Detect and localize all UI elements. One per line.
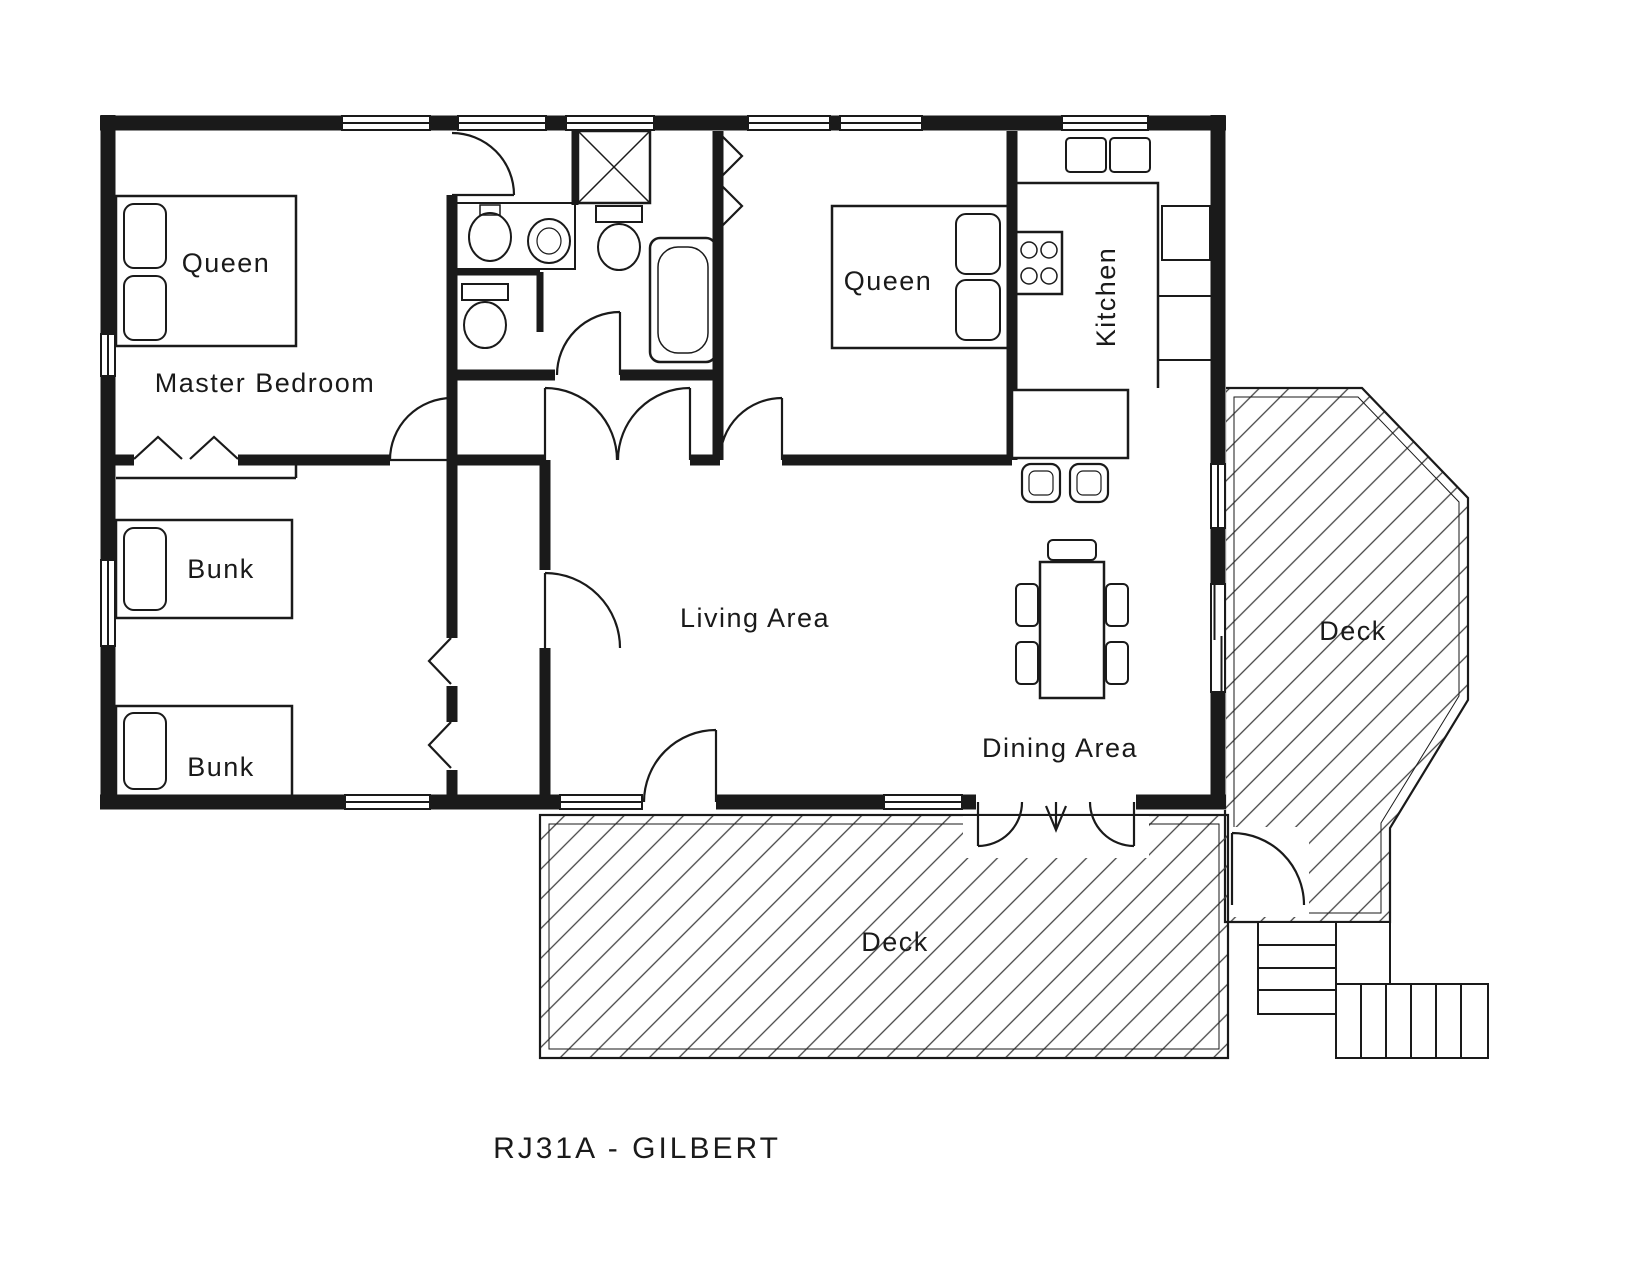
hall-double-door-right [616, 386, 692, 461]
label-dining-area: Dining Area [982, 733, 1138, 763]
bunk-room-door [543, 571, 622, 649]
bunk-closet-bifold-2 [427, 721, 452, 769]
chair [1047, 539, 1097, 561]
bathroom [454, 129, 718, 364]
rear-deck [538, 813, 1230, 1060]
master-bedroom-door [388, 396, 453, 462]
plan-title: RJ31A - GILBERT [493, 1132, 781, 1165]
dining-door-mark [1044, 805, 1068, 833]
dishwasher [1161, 205, 1211, 261]
label-living-area: Living Area [680, 603, 830, 633]
windows [100, 115, 1226, 810]
master-closet-bifold-2 [189, 435, 239, 460]
bunk-closet-bifold-1 [427, 637, 452, 685]
stove [1014, 230, 1064, 296]
bath-entry-door [451, 131, 516, 197]
living-deck-door [642, 728, 718, 803]
vanity-counter [454, 202, 576, 270]
dining-table [1038, 560, 1106, 700]
kitchen-sink [1109, 137, 1151, 173]
pillow [123, 203, 167, 269]
label-bunk-upper: Bunk [187, 554, 255, 584]
bunk-bed-upper [114, 518, 294, 620]
deck-door-arc [1230, 831, 1306, 906]
hall-double-door-left [543, 386, 619, 461]
bathtub [648, 236, 718, 364]
chair [1105, 583, 1129, 627]
shower [576, 129, 652, 205]
sink [468, 212, 512, 262]
stair-landing [1335, 921, 1391, 985]
sliding-door [1210, 583, 1226, 693]
bunk-bed-lower [114, 704, 294, 798]
pillow [955, 279, 1001, 341]
dining-french-doors [976, 801, 1136, 848]
kitchen-sink [1065, 137, 1107, 173]
bedroom2-queen-bed [830, 204, 1012, 350]
toilet-tank [595, 205, 643, 223]
toilet [463, 301, 507, 349]
exterior-walls [100, 115, 1226, 810]
bar-stool [1068, 462, 1110, 504]
kitchen [1010, 137, 1213, 504]
pillow [123, 712, 167, 790]
bath-hall-door [555, 310, 622, 376]
refrigerator [1157, 295, 1213, 361]
label-bedroom2-bed: Queen [844, 266, 933, 296]
bedroom2-door [718, 396, 784, 461]
toilet [597, 223, 641, 271]
interior-walls [104, 131, 1018, 802]
label-master-bedroom: Master Bedroom [155, 368, 376, 398]
utility-louver-door-1 [719, 133, 744, 179]
side-deck [1223, 386, 1470, 924]
pillow [123, 527, 167, 611]
faucet [479, 204, 501, 216]
master-queen-bed [114, 194, 298, 348]
pillow [955, 213, 1001, 275]
sink [527, 218, 571, 264]
label-master-bed: Queen [182, 248, 271, 278]
chair [1105, 641, 1129, 685]
breakfast-bar [1010, 388, 1130, 460]
chair [1015, 641, 1039, 685]
bar-stool [1020, 462, 1062, 504]
utility-louver-door-2 [719, 183, 744, 229]
master-closet-bifold-1 [133, 435, 183, 460]
stairs [1257, 921, 1489, 1059]
label-deck-side: Deck [1319, 616, 1387, 646]
doors [133, 131, 1136, 848]
pillow [123, 275, 167, 341]
label-deck-rear: Deck [861, 927, 929, 957]
toilet-tank [461, 283, 509, 301]
dining-set [1015, 539, 1129, 700]
chair [1015, 583, 1039, 627]
label-kitchen: Kitchen [1091, 247, 1121, 348]
label-bunk-lower: Bunk [187, 752, 255, 782]
